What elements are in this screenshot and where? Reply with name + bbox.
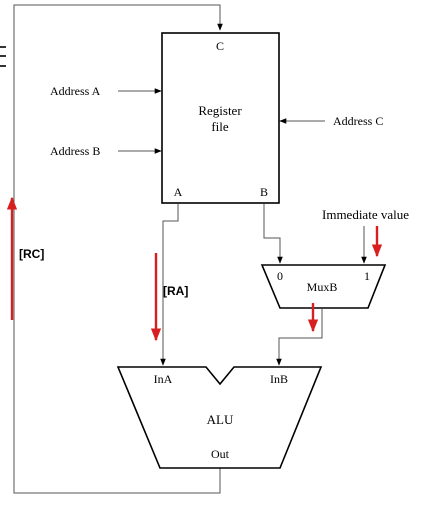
address-c-label: Address C bbox=[333, 114, 383, 128]
alu-input-b: InB bbox=[270, 372, 288, 386]
alu-output: Out bbox=[211, 447, 230, 461]
muxb-label: MuxB bbox=[307, 280, 338, 294]
rb-wire bbox=[263, 204, 283, 264]
register-file-port-b: B bbox=[260, 185, 268, 199]
address-b-label: Address B bbox=[50, 144, 100, 158]
immediate-value-label: Immediate value bbox=[322, 207, 409, 222]
register-file-port-a: A bbox=[174, 185, 183, 199]
muxb-shape bbox=[260, 264, 387, 309]
muxb-input-0: 0 bbox=[277, 269, 283, 283]
register-file-port-c: C bbox=[216, 39, 224, 53]
alu-input-a: InA bbox=[154, 372, 173, 386]
address-a-label: Address A bbox=[50, 84, 101, 98]
rc-annotation: [RC] bbox=[19, 247, 44, 261]
register-file-title-line2: file bbox=[211, 119, 229, 134]
mux-out-wire bbox=[276, 309, 323, 366]
ra-wire bbox=[160, 204, 179, 366]
alu-shape bbox=[116, 366, 323, 469]
muxb-input-1: 1 bbox=[364, 269, 370, 283]
register-file-box bbox=[161, 32, 280, 204]
register-file-title-line1: Register bbox=[198, 103, 242, 118]
ra-annotation: [RA] bbox=[163, 284, 188, 298]
rc-feedback-wire bbox=[13, 4, 223, 494]
alu-label: ALU bbox=[207, 412, 234, 427]
cropped-glyph bbox=[0, 46, 6, 67]
